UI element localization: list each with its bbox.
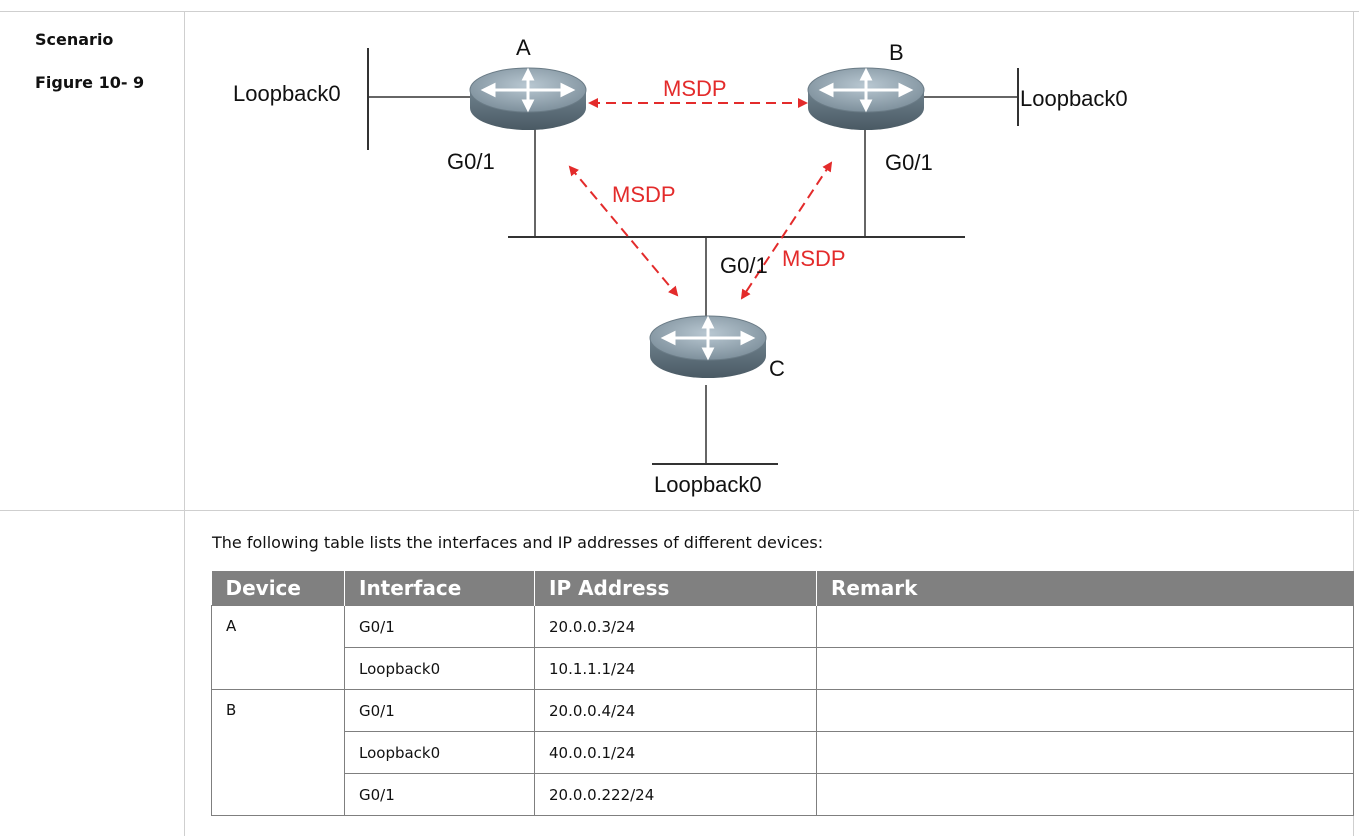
cell-remark [816, 773, 1354, 816]
header-remark: Remark [816, 571, 1354, 606]
table-row: A G0/1 20.0.0.3/24 [211, 605, 1354, 690]
msdp-label-ab: MSDP [663, 76, 727, 101]
port-b-label: G0/1 [885, 150, 933, 175]
cell-ip: 20.0.0.4/24 [534, 689, 817, 732]
cell-remark [816, 605, 1354, 648]
cell-ip: 20.0.0.222/24 [534, 773, 817, 816]
router-c-icon [648, 314, 768, 380]
row-divider [0, 510, 1359, 511]
msdp-arrow-bc [740, 161, 833, 300]
cell-interface: Loopback0 [344, 647, 535, 690]
loopback-a-label: Loopback0 [233, 81, 341, 106]
cell-ip: 40.0.0.1/24 [534, 731, 817, 774]
router-b-icon [806, 66, 926, 132]
cell-remark [816, 731, 1354, 774]
cell-device: A [211, 605, 345, 690]
label-column-divider [184, 11, 185, 836]
router-a-icon [468, 66, 588, 132]
port-c-label: G0/1 [720, 253, 768, 278]
ip-address-table: Device Interface IP Address Remark A G0/… [211, 571, 1354, 816]
header-device: Device [211, 571, 345, 606]
cell-ip: 10.1.1.1/24 [534, 647, 817, 690]
table-row: G0/1 20.0.0.222/24 [212, 773, 1354, 816]
cell-ip: 20.0.0.3/24 [534, 605, 817, 648]
cell-interface: G0/1 [344, 605, 535, 648]
cell-interface: Loopback0 [344, 731, 535, 774]
msdp-label-ac: MSDP [612, 182, 676, 207]
cell-remark [816, 689, 1354, 732]
router-a-label: A [516, 35, 531, 60]
right-border [1353, 11, 1354, 836]
loopback-b-label: Loopback0 [1020, 86, 1128, 111]
header-interface: Interface [344, 571, 535, 606]
table-header-row: Device Interface IP Address Remark [211, 571, 1354, 606]
figure-label: Figure 10- 9 [35, 73, 145, 92]
msdp-label-bc: MSDP [782, 246, 846, 271]
cell-interface: G0/1 [344, 773, 535, 816]
router-b-label: B [889, 40, 904, 65]
header-ip-address: IP Address [534, 571, 817, 606]
router-c-label: C [769, 356, 785, 381]
scenario-label: Scenario [35, 30, 114, 49]
port-a-label: G0/1 [447, 149, 495, 174]
network-topology-diagram: A B C Loopback0 Loopback0 Loopback0 G0/1… [233, 35, 1128, 497]
top-border [0, 11, 1359, 12]
msdp-arrow-ac [568, 165, 679, 297]
cell-interface: G0/1 [344, 689, 535, 732]
cell-remark [816, 647, 1354, 690]
table-row: B G0/1 20.0.0.4/24 [211, 689, 1354, 816]
table-row: Loopback0 40.0.0.1/24 [212, 731, 1354, 774]
loopback-c-label: Loopback0 [654, 472, 762, 497]
table-intro-text: The following table lists the interfaces… [212, 533, 824, 552]
table-row: Loopback0 10.1.1.1/24 [212, 647, 1354, 690]
cell-device: B [211, 689, 345, 816]
